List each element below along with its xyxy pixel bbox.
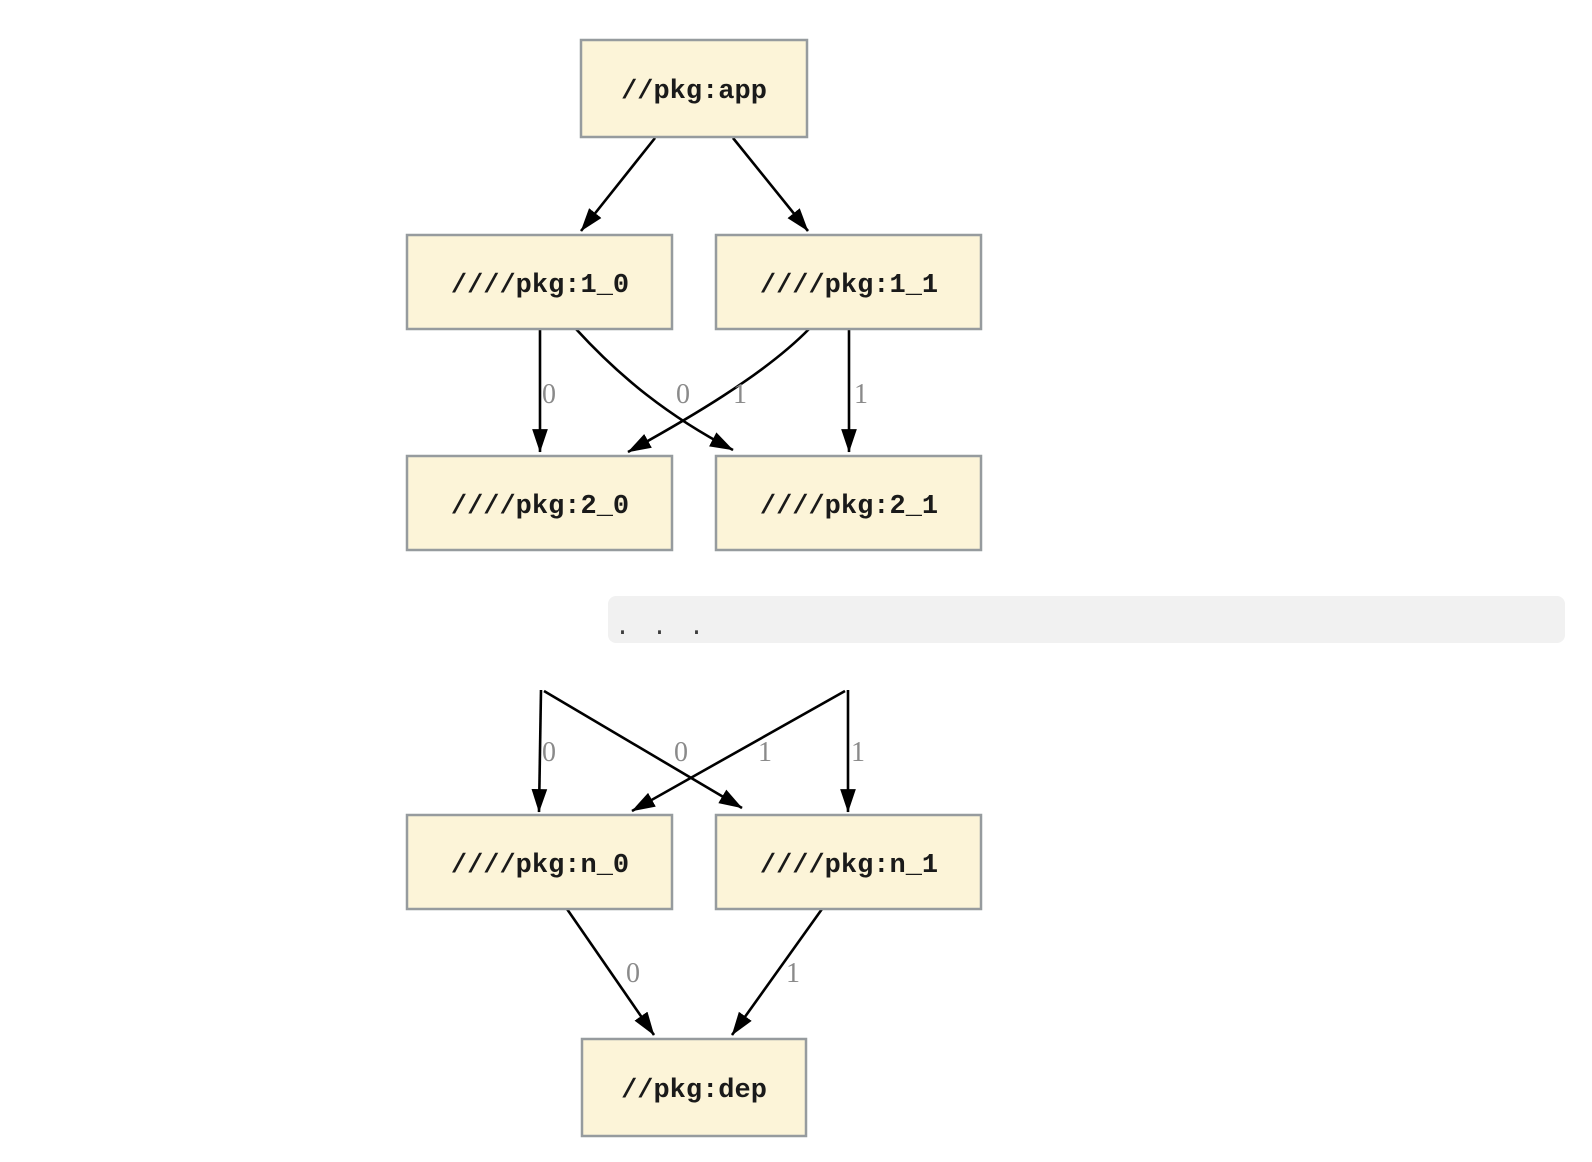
node-label: ////pkg:n_0 (451, 851, 629, 881)
edge-label-1_0-2_0: 0 (542, 379, 556, 410)
node-layer: //pkg:app ////pkg:1_0 ////pkg:1_1 ////pk… (405, 38, 983, 1138)
ellipsis-block: ... (608, 596, 1565, 643)
edge-label-n_0-left: 0 (542, 737, 556, 768)
node-label: //pkg:dep (621, 1076, 767, 1106)
node-label: ////pkg:1_0 (451, 271, 629, 301)
edge-label-1_0-2_1: 1 (733, 379, 747, 410)
edge-label-n_0-cross: 0 (674, 737, 688, 768)
edge-app-to-1_0 (579, 137, 657, 232)
node-label: ////pkg:n_1 (760, 851, 938, 881)
node-pkg-2_1: ////pkg:2_1 (714, 454, 983, 552)
node-pkg-n_0: ////pkg:n_0 (405, 813, 674, 911)
node-pkg-n_1: ////pkg:n_1 (714, 813, 983, 911)
node-box (579, 38, 809, 139)
edge-layer (531, 137, 857, 1036)
node-label: ////pkg:2_1 (760, 492, 938, 522)
node-label: ////pkg:1_1 (760, 271, 938, 301)
edge-label-n_0-dep: 0 (626, 958, 640, 989)
node-label: ////pkg:2_0 (451, 492, 629, 522)
edge-label-layer: 0 0 1 1 0 0 1 1 0 1 (542, 379, 868, 989)
node-box (714, 813, 983, 911)
edge-elided-to-n_1-cross (543, 689, 743, 810)
edge-1_1-to-2_0 (627, 328, 810, 454)
edge-label-1_1-2_1: 1 (854, 379, 868, 410)
node-pkg-1_1: ////pkg:1_1 (714, 233, 983, 331)
node-box (405, 454, 674, 552)
node-box (714, 233, 983, 331)
node-box (714, 454, 983, 552)
edge-elided-to-n_0-cross (631, 689, 846, 813)
edge-label-1_1-2_0: 0 (676, 379, 690, 410)
node-pkg-2_0: ////pkg:2_0 (405, 454, 674, 552)
node-box (405, 813, 674, 911)
ellipsis-background (608, 596, 1565, 643)
node-pkg-dep: //pkg:dep (580, 1037, 808, 1138)
edge-n_1-to-dep (730, 908, 824, 1036)
edge-app-to-1_1 (731, 137, 810, 232)
node-box (405, 233, 674, 331)
node-pkg-1_0: ////pkg:1_0 (405, 233, 674, 331)
ellipsis-text: ... (615, 613, 726, 642)
node-box (580, 1037, 808, 1138)
edge-n_0-to-dep (565, 908, 656, 1036)
edge-label-n_1-right: 1 (851, 737, 865, 768)
node-label: //pkg:app (621, 77, 767, 107)
edge-elided-to-n_0-left (531, 689, 548, 813)
node-pkg-app: //pkg:app (579, 38, 809, 139)
edge-label-n_1-dep: 1 (786, 958, 800, 989)
edge-label-n_1-cross: 1 (758, 737, 772, 768)
edge-1_0-to-2_1 (575, 328, 734, 452)
